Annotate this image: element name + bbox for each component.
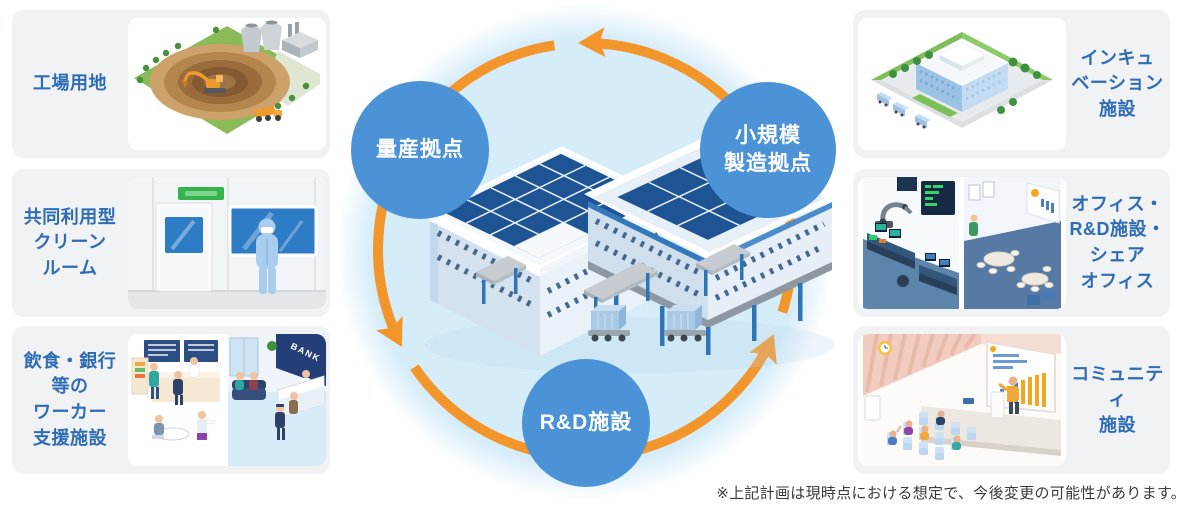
- bank-wall: [276, 334, 326, 386]
- parked-trucks: [877, 92, 931, 129]
- lawn-strip: [912, 94, 958, 117]
- clean-room-illustration: [128, 177, 326, 309]
- card-label: 工場用地: [33, 73, 107, 94]
- community-facility-illustration: [858, 334, 1066, 466]
- lab-screen: [921, 181, 955, 215]
- card-shared-clean-room: 共同利用型 クリーン ルーム: [12, 169, 330, 317]
- worker-support-illustration: BANK: [128, 334, 326, 466]
- trees: [889, 51, 1041, 114]
- arrowhead-top: [578, 27, 606, 58]
- round-tables: [976, 250, 1054, 292]
- arrowhead-lower-right: [749, 334, 777, 365]
- office-building: [913, 38, 1011, 112]
- waiting-sofa: [232, 372, 266, 400]
- person: [149, 363, 159, 399]
- share-office-scene: [964, 177, 1061, 309]
- security-guard: [275, 404, 285, 440]
- person: [969, 214, 978, 236]
- person: [152, 415, 164, 439]
- canopy: [696, 244, 750, 296]
- excavator: [181, 71, 226, 93]
- floor: [128, 291, 326, 309]
- cafeteria-scene: [131, 340, 220, 441]
- footnote: ※上記計画は現時点における想定で、今後変更の可能性があります。: [716, 485, 1186, 502]
- card-label: 共同利用型 クリーン ルーム: [23, 206, 117, 278]
- cleanroom-worker: [256, 218, 278, 294]
- card-community-facility: コミュニティ 施設: [853, 326, 1170, 474]
- card-label: オフィス・ R&D施設・ シェア オフィス: [1069, 193, 1166, 291]
- support-pillars: [614, 283, 803, 355]
- factory-site-illustration: [128, 18, 326, 150]
- cycle-node-mass-production: 量産拠点: [351, 81, 489, 219]
- rd-lab-scene: [863, 177, 959, 309]
- card-label: 飲食・銀行 等の ワーカー 支援施設: [23, 350, 117, 448]
- podium: [990, 391, 1005, 419]
- card-label: コミュニティ 施設: [1071, 363, 1164, 435]
- office-rd-illustration: [858, 177, 1066, 309]
- incubation-facility-illustration: [858, 18, 1066, 150]
- card-worker-support-facilities: 飲食・銀行 等の ワーカー 支援施設: [12, 326, 330, 474]
- cooling-towers: [241, 20, 282, 52]
- flipchart: [864, 395, 881, 421]
- plant: [267, 341, 277, 351]
- factory-buildings: [425, 134, 836, 373]
- cycle-node-rd-facility: R&D施設: [522, 359, 650, 487]
- trees: [136, 26, 310, 110]
- audience-people: [888, 410, 961, 450]
- solar-panels-left-roof: [442, 154, 658, 258]
- building-right: [584, 134, 836, 355]
- canopy: [476, 256, 526, 304]
- person: [289, 392, 298, 414]
- dump-truck: [254, 106, 282, 122]
- person: [188, 357, 200, 378]
- robot-arm: [875, 202, 913, 228]
- cycle-node-small-scale-manufacturing: 小規模 製造拠点: [700, 82, 836, 218]
- person: [197, 411, 216, 440]
- card-office-rd-share-office: オフィス・ R&D施設・ シェア オフィス: [853, 169, 1170, 317]
- card-incubation-facility: インキュ ベーション 施設: [853, 10, 1170, 158]
- arrowhead-lower-left: [376, 316, 403, 347]
- wall-clock: [878, 341, 892, 355]
- card-factory-site: 工場用地: [12, 10, 330, 158]
- factory-building: [282, 22, 318, 58]
- wall-screen: [1026, 182, 1060, 224]
- exit-sign: [178, 187, 224, 200]
- presenter: [998, 376, 1019, 414]
- bank-scene: BANK: [228, 334, 326, 466]
- cycle-arrowheads: [376, 27, 777, 365]
- person: [173, 371, 183, 405]
- card-label: インキュ ベーション 施設: [1071, 47, 1164, 119]
- clean-room-door: [155, 202, 213, 292]
- office-chair: [897, 275, 909, 287]
